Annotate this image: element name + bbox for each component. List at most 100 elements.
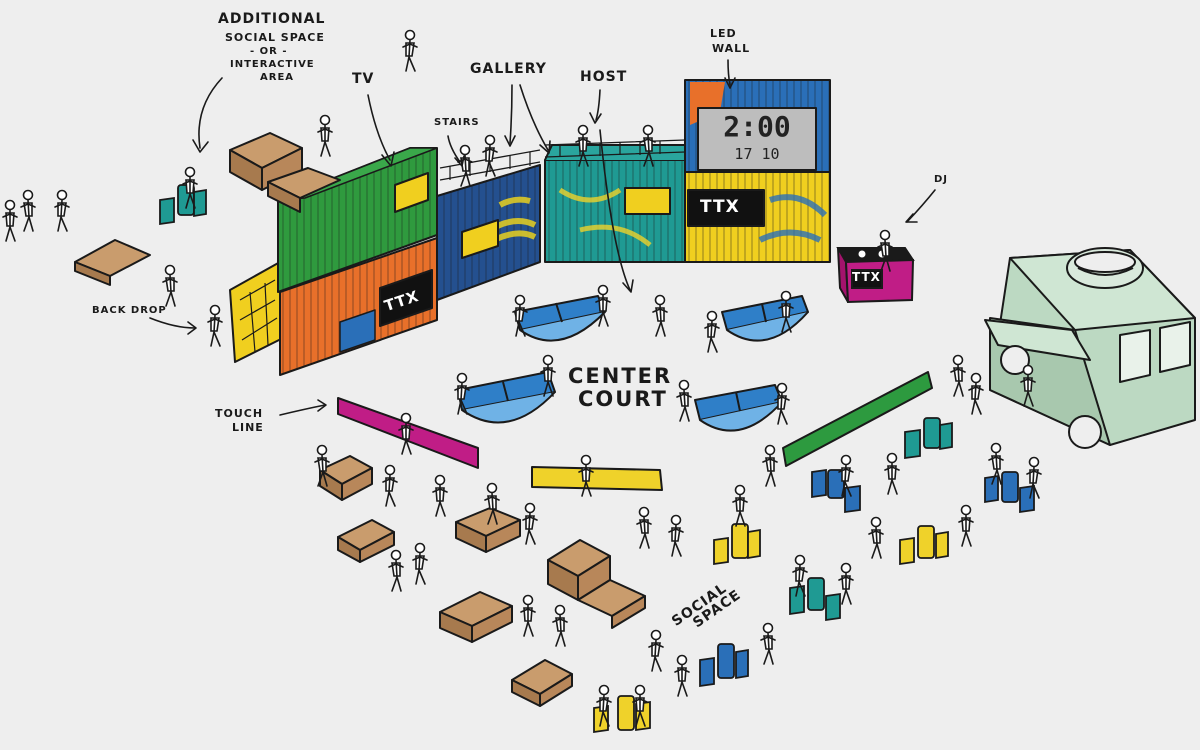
person-figure [632, 684, 648, 727]
person-figure [648, 629, 664, 672]
person-figure [838, 454, 854, 497]
person-figure [704, 310, 720, 353]
pallet-d [319, 455, 373, 501]
person-figure [432, 474, 448, 517]
touch-line-green [782, 371, 933, 467]
pallet-i [511, 659, 573, 707]
person-figure [674, 654, 690, 697]
ttx-logo-dj: TTX [852, 270, 881, 284]
stools-blue-bottom [699, 643, 749, 688]
person-figure [484, 482, 500, 525]
person-figure [412, 542, 428, 585]
label-line: Line [232, 421, 264, 434]
container-stack [229, 79, 831, 376]
label-back-drop: Back Drop [92, 305, 167, 316]
label-touch: Touch [215, 407, 264, 420]
arrow-touch [279, 399, 327, 416]
table-3 [457, 371, 556, 424]
annotation-arrows [149, 59, 936, 416]
table-1 [514, 295, 606, 342]
pallet-c [74, 239, 151, 286]
person-figure [636, 506, 652, 549]
person-figure [760, 622, 776, 665]
ttx-sign-yellow [687, 189, 765, 227]
label-stairs: Stairs [434, 117, 480, 128]
table-2 [721, 295, 809, 342]
person-figure [54, 189, 70, 232]
stools-yellow-2 [899, 525, 949, 566]
food-truck-awning [984, 319, 1091, 361]
ttx-logo-yellow: TTX [700, 197, 740, 217]
person-figure [182, 166, 198, 209]
person-figure [402, 29, 418, 72]
stools-yellow-1 [713, 523, 761, 566]
label-or: - or - [250, 46, 288, 57]
pallet-f [455, 507, 521, 553]
person-figure [884, 452, 900, 495]
label-dj: DJ [934, 174, 949, 185]
person-figure [950, 354, 966, 397]
backdrop-panel [229, 261, 284, 363]
touch-line-yellow [531, 466, 663, 491]
person-figure [207, 304, 223, 347]
arrow-additional [192, 77, 223, 153]
label-area: Area [260, 72, 295, 83]
person-figure [988, 442, 1004, 485]
person-figure [595, 284, 611, 327]
people-figures [2, 29, 1042, 727]
person-figure [454, 372, 470, 415]
stools-green-right [904, 417, 953, 460]
arrow-led [724, 59, 736, 89]
pallet-e [337, 519, 395, 563]
ttx-sign-orange [379, 269, 433, 327]
label-tv: TV [352, 71, 375, 87]
person-figure [676, 379, 692, 422]
label-center: Center [568, 364, 673, 388]
person-figure [575, 124, 591, 167]
person-figure [2, 199, 18, 242]
arrow-host [589, 89, 602, 124]
label-interactive: Interactive [230, 59, 315, 70]
person-figure [732, 484, 748, 527]
person-figure [20, 189, 36, 232]
person-figure [522, 502, 538, 545]
label-social-space-top: Social Space [225, 31, 325, 44]
table-4 [694, 384, 783, 432]
tv-screen [394, 172, 429, 213]
person-figure [774, 382, 790, 425]
label-court: Court [578, 387, 668, 411]
person-figure [877, 229, 893, 272]
arrow-backdrop [149, 317, 197, 335]
barrel-teal-topleft [159, 184, 207, 226]
person-figure [398, 412, 414, 455]
arrow-tv [367, 94, 395, 167]
person-figure [482, 134, 498, 177]
led-clock-time: 2:00 [723, 110, 791, 143]
food-truck [984, 247, 1196, 449]
person-figure [792, 554, 808, 597]
person-figure [868, 516, 884, 559]
label-led: LED [710, 27, 737, 40]
stools-yellow-bottom [593, 695, 651, 734]
pallet-b [267, 167, 341, 213]
person-figure [838, 562, 854, 605]
pallets [74, 132, 646, 707]
arrow-gallery-2 [519, 84, 551, 154]
led-clock-score: 17 10 [734, 145, 780, 163]
arrow-gallery-1 [504, 84, 516, 147]
ping-pong-tables [457, 295, 809, 432]
person-figure [1026, 456, 1042, 499]
stools-blue-right [811, 468, 861, 514]
person-figure [778, 290, 794, 333]
person-figure [382, 464, 398, 507]
person-figure [968, 372, 984, 415]
label-additional: Additional [218, 11, 326, 27]
person-figure [596, 684, 612, 727]
stools-blue-far [984, 471, 1035, 514]
person-figure [540, 354, 556, 397]
stools-teal-mid [789, 577, 841, 622]
label-gallery: Gallery [470, 61, 547, 77]
label-host: Host [580, 69, 628, 85]
